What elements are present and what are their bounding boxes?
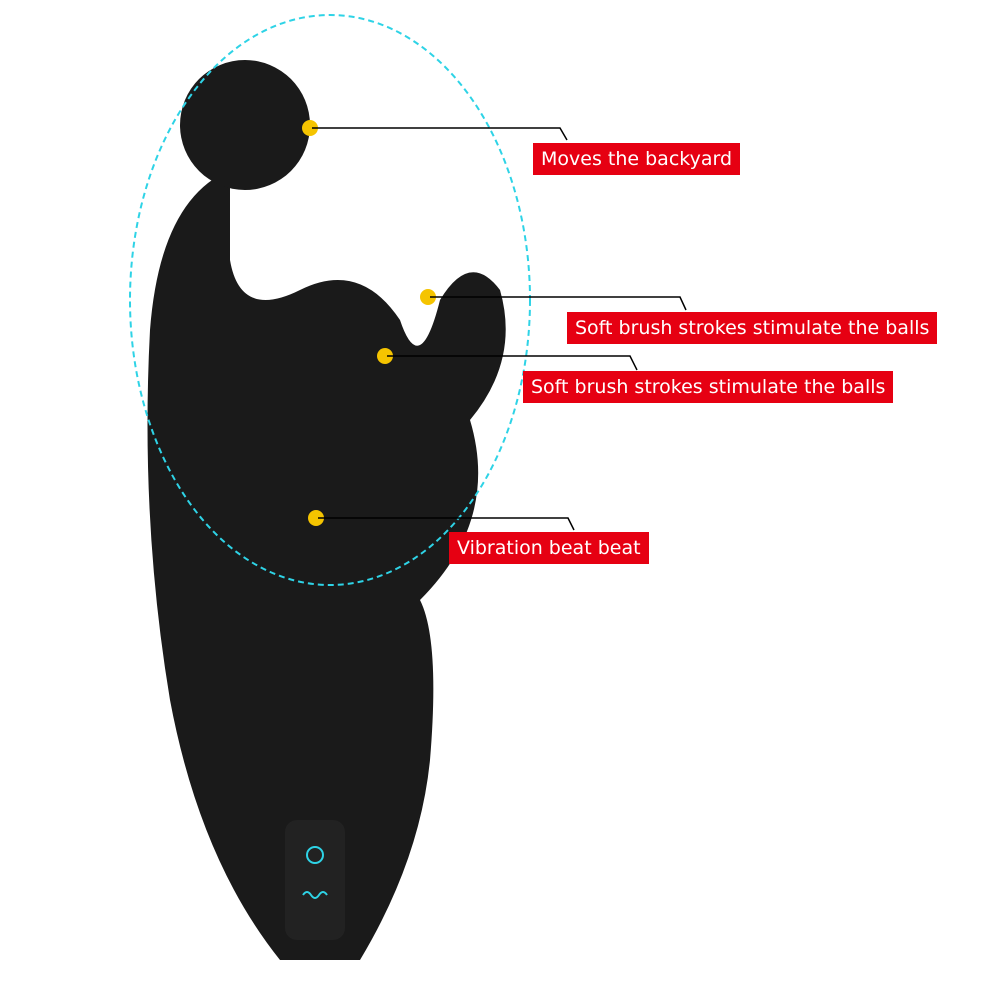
callout-label-brush-2: Soft brush strokes stimulate the balls [523, 371, 894, 403]
vibration-wave [129, 14, 531, 586]
power-icon [306, 846, 324, 864]
callout-label-brush-1: Soft brush strokes stimulate the balls [567, 312, 938, 344]
callout-label-backyard: Moves the backyard [533, 143, 741, 175]
callout-label-vibration: Vibration beat beat [449, 532, 649, 564]
vibration-marker-icon [302, 120, 436, 526]
mode-icon [302, 891, 328, 899]
control-panel [285, 820, 345, 940]
